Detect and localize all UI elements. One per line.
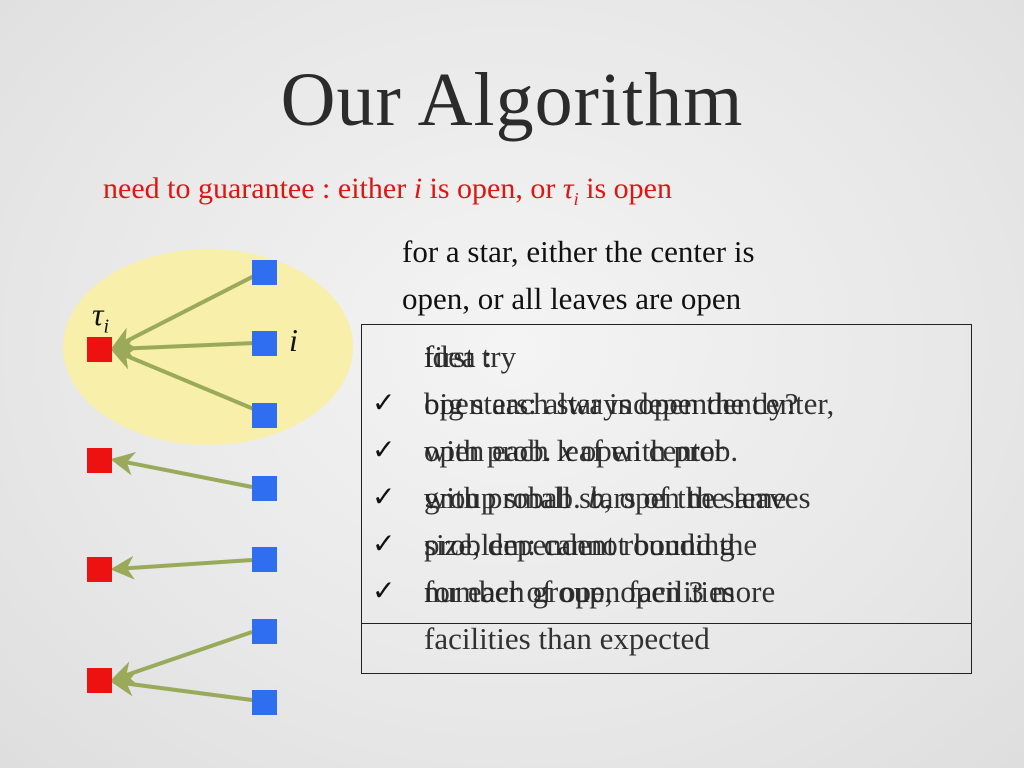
checkmark-column: ✓ ✓ ✓ ✓ ✓ <box>372 380 395 615</box>
box-a-line-5: size, dependent rounding <box>424 527 735 562</box>
edge <box>110 273 257 350</box>
box-text-idea: idea : big stars: always open the center… <box>424 333 834 662</box>
box-b-line-7: facilities than expected <box>424 621 710 656</box>
box-b-line-4: with probab. b, open the leaves <box>424 480 811 515</box>
idea-box-inner <box>361 324 972 624</box>
star-line-1: for a star, either the center is <box>402 234 755 269</box>
check-icon: ✓ <box>372 388 396 419</box>
star-explanation: for a star, either the center is open, o… <box>402 228 755 322</box>
box-b-line-1: idea : <box>424 339 492 374</box>
guarantee-suffix: is open <box>578 172 672 205</box>
tau-sub: i <box>103 315 110 338</box>
star-line-2: open, or all leaves are open <box>402 281 742 316</box>
var-tau-sub: i <box>573 189 579 209</box>
i-label: i <box>289 322 298 358</box>
box-a-line-6: for each group, open 3 more <box>424 574 776 609</box>
edge <box>110 672 253 702</box>
client-node <box>252 403 277 428</box>
facility-node <box>87 557 112 582</box>
box-b-line-5: problem: cannot bound the <box>424 527 758 562</box>
box-a-line-4: group small stars of the same <box>424 480 787 515</box>
var-tau: τ <box>562 172 574 205</box>
facility-node <box>87 448 112 473</box>
client-node <box>252 690 277 715</box>
client-node <box>252 331 277 356</box>
facility-node <box>87 337 112 362</box>
client-node <box>252 260 277 285</box>
facility-node <box>87 668 112 693</box>
edge <box>110 347 257 412</box>
client-node <box>252 619 277 644</box>
box-a-line-3: with prob. x open center <box>424 433 725 468</box>
tau-symbol: τ <box>92 296 104 332</box>
check-icon: ✓ <box>372 529 396 560</box>
check-icon: ✓ <box>372 435 396 466</box>
guarantee-prefix: need to guarantee : either <box>103 172 414 205</box>
edge <box>110 336 257 361</box>
check-icon: ✓ <box>372 482 396 513</box>
client-node <box>252 547 277 572</box>
guarantee-mid: is open, or <box>422 172 563 205</box>
slide-title: Our Algorithm <box>280 58 744 142</box>
client-node <box>252 476 277 501</box>
check-icon: ✓ <box>372 576 396 607</box>
var-i: i <box>413 172 423 205</box>
box-a-line-2: open each star independently? <box>424 386 799 421</box>
box-b-line-3: open each leaf with prob. <box>424 433 739 468</box>
edge <box>110 630 253 685</box>
edge <box>110 451 253 489</box>
box-a-line-1: first try <box>424 339 517 374</box>
box-b-line-6: number of open facilities <box>424 574 735 609</box>
tau-i-label: τi <box>92 296 109 338</box>
guarantee-statement: need to guarantee : either i is open, or… <box>103 172 672 210</box>
box-text-first-try: first try open each star independently? … <box>424 333 798 615</box>
edge <box>110 555 253 580</box>
box-b-line-2: big stars: always open the center, <box>424 386 835 421</box>
